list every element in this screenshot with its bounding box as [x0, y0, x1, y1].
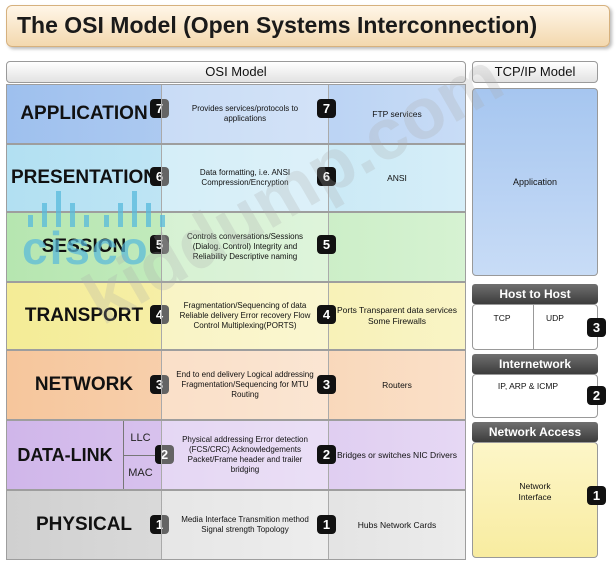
- layer-number-badge: 4: [317, 305, 336, 324]
- layer-presentation: PRESENTATION 6 Data formatting, i.e. ANS…: [6, 144, 466, 212]
- network-access-box: Network Interface: [472, 442, 598, 558]
- layer-description: Data formatting, i.e. ANSI Compression/E…: [161, 145, 329, 211]
- layer-description: Controls conversations/Sessions (Dialog.…: [161, 213, 329, 281]
- internetwork-header: Internetwork: [472, 354, 598, 374]
- layer-description: Provides services/protocols to applicati…: [161, 85, 329, 143]
- internetwork-box: IP, ARP & ICMP: [472, 374, 598, 418]
- layer-number-badge: 3: [150, 375, 169, 394]
- layer-name: APPLICATION: [20, 103, 148, 124]
- cisco-bars-icon: [28, 183, 208, 227]
- sublayer-llc: LLC: [123, 421, 157, 455]
- layer-name: SESSION: [41, 236, 127, 257]
- udp-label: UDP: [546, 313, 564, 323]
- layer-description: End to end delivery Logical addressing F…: [161, 351, 329, 419]
- layer-number-badge: 6: [317, 167, 336, 186]
- layer-network: NETWORK 3 End to end delivery Logical ad…: [6, 350, 466, 420]
- title-bar: The OSI Model (Open Systems Interconnect…: [6, 5, 610, 47]
- tcpip-application-label: Application: [512, 177, 558, 187]
- internetwork-protocols: IP, ARP & ICMP: [497, 381, 559, 391]
- network-access-header: Network Access: [472, 422, 598, 442]
- layer-physical: PHYSICAL 1 Media Interface Transmition m…: [6, 490, 466, 560]
- layer-session: SESSION 5 Controls conversations/Session…: [6, 212, 466, 282]
- layer-number-badge: 2: [317, 445, 336, 464]
- layer-name: DATA-LINK: [17, 444, 113, 465]
- network-interface-label: Network Interface: [518, 481, 552, 502]
- layer-examples: Routers: [382, 379, 412, 390]
- layer-examples: Bridges or switches NIC Drivers: [337, 449, 457, 460]
- layer-examples: [329, 213, 465, 281]
- layer-number-badge: 7: [317, 99, 336, 118]
- layer-transport: TRANSPORT 4 Fragmentation/Sequencing of …: [6, 282, 466, 350]
- layer-number-badge: 7: [150, 99, 169, 118]
- layer-description: Physical addressing Error detection (FCS…: [161, 421, 329, 489]
- tcpip-application-box: Application: [472, 88, 598, 276]
- layer-number-badge: 4: [150, 305, 169, 324]
- layer-number-badge: 3: [587, 318, 606, 337]
- tcpip-model-header: TCP/IP Model: [472, 61, 598, 83]
- layer-examples: Hubs Network Cards: [357, 519, 437, 530]
- page-title: The OSI Model (Open Systems Interconnect…: [17, 12, 538, 38]
- layer-examples: FTP services: [372, 108, 422, 119]
- layer-name: TRANSPORT: [24, 305, 144, 326]
- layer-description: Fragmentation/Sequencing of data Reliabl…: [161, 283, 329, 349]
- host-to-host-box: TCP UDP: [472, 304, 598, 350]
- host-to-host-header: Host to Host: [472, 284, 598, 304]
- sublayer-mac: MAC: [123, 455, 157, 489]
- layer-name: NETWORK: [34, 374, 134, 395]
- layer-number-badge: 6: [150, 167, 169, 186]
- layer-description: Media Interface Transmition method Signa…: [161, 491, 329, 559]
- layer-number-badge: 2: [155, 445, 174, 464]
- layer-number-badge: 5: [150, 235, 169, 254]
- layer-number-badge: 1: [150, 515, 169, 534]
- layer-application: APPLICATION 7 Provides services/protocol…: [6, 84, 466, 144]
- cisco-wordmark: cisco: [22, 222, 150, 274]
- layer-number-badge: 1: [587, 486, 606, 505]
- tcp-label: TCP: [493, 313, 511, 323]
- layer-examples: ANSI: [387, 172, 407, 183]
- layer-number-badge: 2: [587, 386, 606, 405]
- layer-number-badge: 3: [317, 375, 336, 394]
- layer-examples: Ports Transparent data services Some Fir…: [336, 305, 457, 326]
- osi-model-header: OSI Model: [6, 61, 466, 83]
- layer-number-badge: 5: [317, 235, 336, 254]
- layer-data-link: DATA-LINK LLC MAC 2 Physical addressing …: [6, 420, 466, 490]
- layer-name: PRESENTATION: [10, 167, 158, 188]
- divider: [533, 305, 534, 349]
- layer-number-badge: 1: [317, 515, 336, 534]
- layer-name: PHYSICAL: [35, 514, 133, 535]
